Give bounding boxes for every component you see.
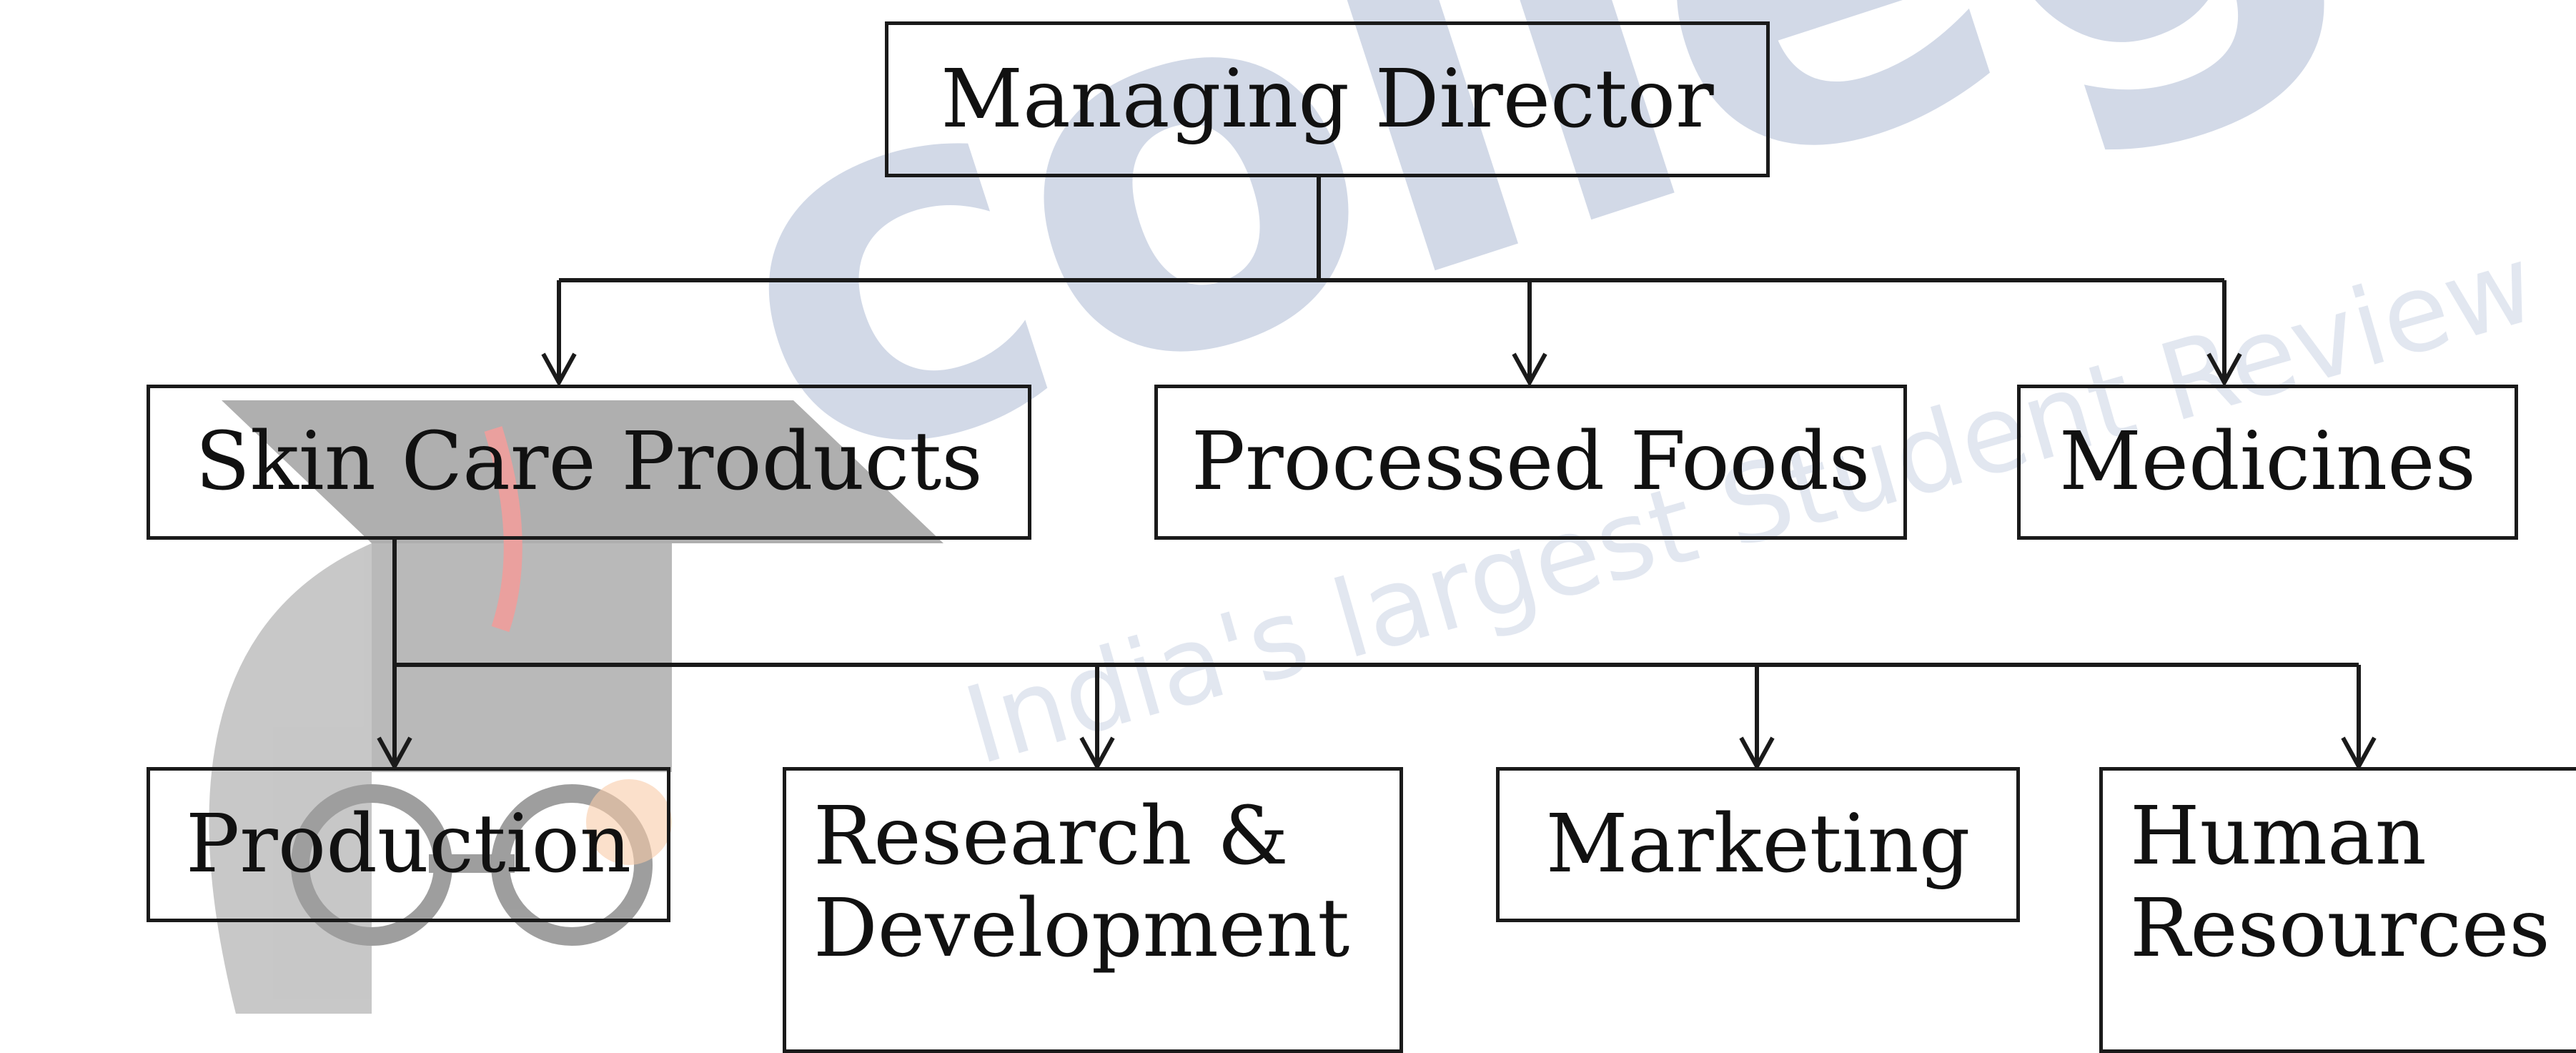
node-label: Human Resources: [2130, 790, 2550, 975]
arrowhead-human-resources: [2341, 736, 2377, 771]
node-label: Research & Development: [813, 790, 1350, 975]
node-marketing: Marketing: [1496, 767, 2020, 922]
arrowhead-skin-care: [541, 352, 577, 387]
node-label: Processed Foods: [1191, 415, 1871, 509]
connector-lines: [377, 177, 2377, 771]
org-chart-diagram: collegedunia India's largest Student Rev…: [147, 0, 2576, 1053]
node-skin-care-products: Skin Care Products: [147, 385, 1031, 540]
arrowhead-production: [377, 736, 412, 771]
arrowhead-marketing: [1739, 736, 1775, 771]
arrowhead-medicines: [2206, 352, 2242, 387]
node-label: Skin Care Products: [195, 415, 983, 509]
node-label: Medicines: [2059, 415, 2476, 509]
arrowhead-research: [1079, 736, 1115, 771]
node-processed-foods: Processed Foods: [1154, 385, 1907, 540]
arrowhead-processed-foods: [1512, 352, 1547, 387]
node-label: Managing Director: [941, 52, 1714, 146]
node-medicines: Medicines: [2017, 385, 2518, 540]
node-label: Marketing: [1545, 798, 1971, 891]
node-human-resources: Human Resources: [2099, 767, 2576, 1053]
node-production: Production: [147, 767, 670, 922]
node-research-development: Research & Development: [783, 767, 1403, 1053]
node-managing-director: Managing Director: [885, 21, 1770, 177]
node-label: Production: [185, 798, 632, 891]
